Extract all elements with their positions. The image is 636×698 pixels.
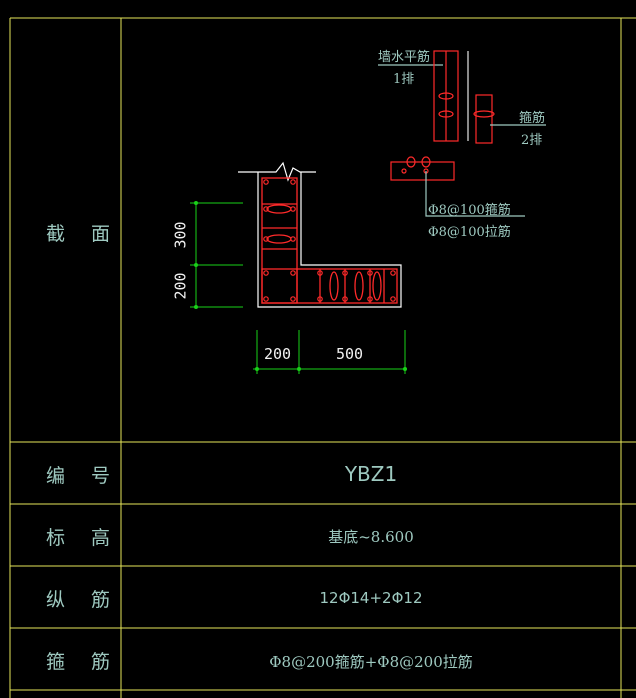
row-label-elevation: 标 高 [46,527,121,549]
dimension-ticks [194,201,407,371]
note-tie-spec: Φ8@100拉筋 [428,225,511,240]
note-wall-rebar: 墙水平筋 [378,50,431,65]
value-elevation: 基底~8.600 [328,528,414,546]
row-label-id: 编 号 [46,465,121,487]
note-stirrup-count: 2排 [521,133,543,148]
dim-width-200: 200 [264,345,292,363]
dimension-lines [190,202,407,374]
rebar-bars [263,179,396,302]
value-stirrup: Φ8@200箍筋+Φ8@200拉筋 [269,653,473,671]
value-id: YBZ1 [344,462,398,486]
row-label-longitudinal-rebar: 纵 筋 [46,589,121,611]
dim-height-200: 200 [171,272,190,300]
value-longitudinal-rebar: 12Φ14+2Φ12 [319,589,423,607]
legend-wall-rebar-detail [378,50,546,144]
legend-tie-detail [390,156,525,217]
row-label-section: 截 面 [46,223,121,245]
dim-width-500: 500 [336,345,364,363]
row-label-stirrup: 箍 筋 [46,651,121,673]
note-stirrup: 箍筋 [519,111,546,126]
dim-height-300: 300 [171,221,190,249]
rebar-cage [261,177,398,304]
note-wall-rebar-count: 1排 [393,72,415,87]
table-grid [9,17,636,698]
note-stirrup-spec: Φ8@100箍筋 [428,203,511,218]
wall-section-outline [238,161,402,308]
